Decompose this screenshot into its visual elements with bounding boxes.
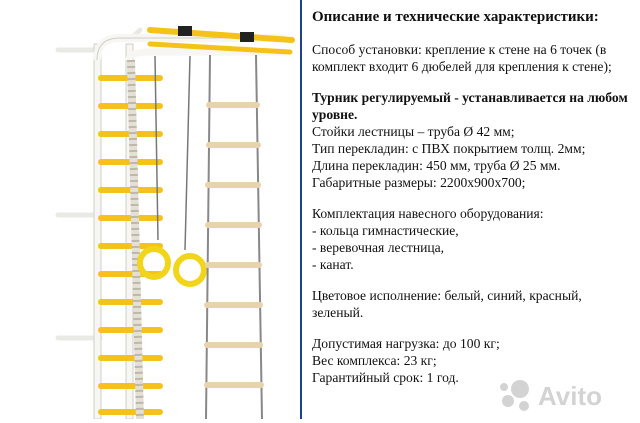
description-panel: Описание и технические характеристики: С… — [312, 8, 634, 419]
warranty: Гарантийный срок: 1 год. — [312, 370, 459, 385]
max-load: Допустимая нагрузка: до 100 кг; — [312, 336, 500, 351]
spec-posts: Стойки лестницы – труба Ø 42 мм; — [312, 124, 515, 139]
equipment-title: Комплектация навесного оборудования: — [312, 206, 544, 221]
color-options: Цветовое исполнение: белый, синий, красн… — [312, 288, 582, 320]
equipment-item: - кольца гимнастические, — [312, 223, 459, 238]
description-heading: Описание и технические характеристики: — [312, 9, 599, 25]
wall-bars-image — [0, 0, 300, 420]
spec-dimensions: Габаритные размеры: 2200х900х700; — [312, 175, 526, 190]
mount-method: Способ установки: крепление к стене на 6… — [312, 42, 612, 74]
gymnastic-rings — [137, 55, 207, 287]
weight: Вес комплекса: 23 кг; — [312, 353, 437, 368]
bar-adjustable-note: Турник регулируемый - устанавливается на… — [312, 90, 628, 122]
equipment-item: - веревочная лестница, — [312, 240, 445, 255]
spec-rungs-type: Тип перекладин: с ПВХ покрытием толщ. 2м… — [312, 141, 586, 156]
climbing-rope — [127, 59, 144, 420]
spec-rungs-length: Длина перекладин: 450 мм, труба Ø 25 мм. — [312, 158, 561, 173]
pull-up-bar — [147, 26, 295, 55]
rope-ladder — [204, 54, 264, 420]
equipment-item: - канат. — [312, 257, 354, 272]
blue-divider — [300, 0, 302, 419]
